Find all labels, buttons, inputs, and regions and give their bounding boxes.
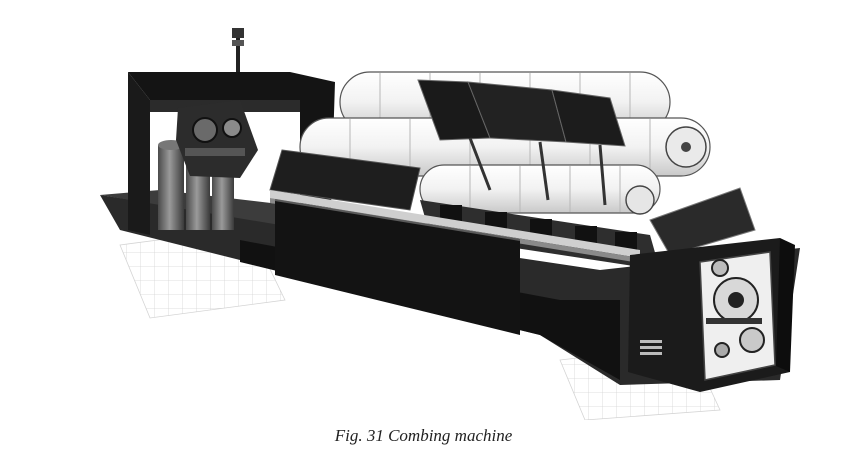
front-guard-panel <box>274 199 521 335</box>
right-side-door <box>776 238 795 372</box>
figure-caption: Fig. 31 Combing machine <box>334 426 513 445</box>
right-gearbox-housing <box>628 238 790 392</box>
signal-light-mast <box>232 28 244 72</box>
combing-machine-illustration <box>100 28 800 420</box>
feed-rolls <box>419 164 661 215</box>
top-cover-panels <box>417 79 626 206</box>
coiler-head <box>176 100 258 178</box>
right-open-cover <box>649 187 756 256</box>
front-hood <box>269 149 421 211</box>
